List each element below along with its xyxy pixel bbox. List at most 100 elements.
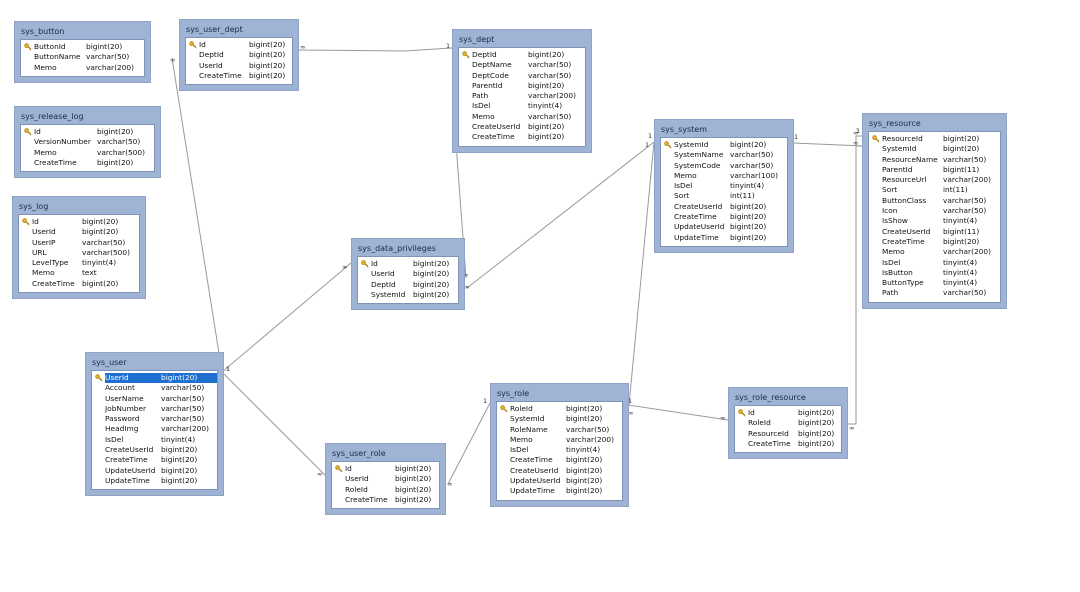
- cardinality-many: ∞: [317, 470, 323, 478]
- column-name: IsDel: [105, 434, 124, 444]
- key-spacer: [459, 112, 472, 122]
